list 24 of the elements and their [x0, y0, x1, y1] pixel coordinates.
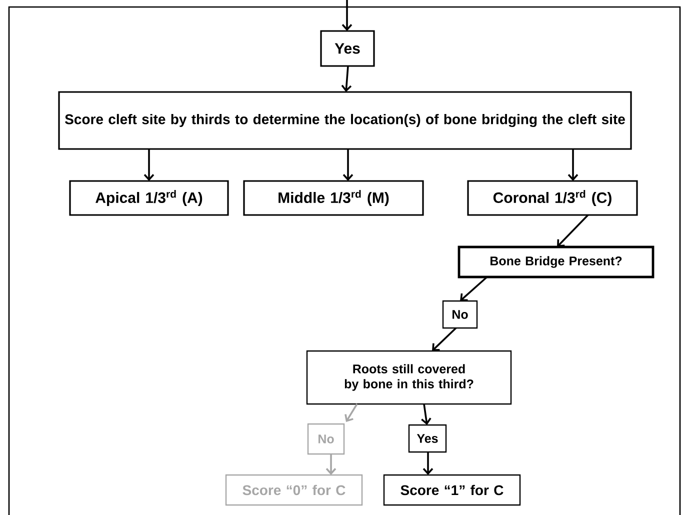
result-box: Score “0” for C — [225, 474, 363, 506]
label-box: No — [307, 423, 345, 455]
arrow — [557, 214, 589, 247]
process-box: Coronal 1/3$^{rd}$ (C) — [467, 180, 638, 216]
process-box: Score cleft site by thirds to determine the location(s) of bone bridging the cleft site — [58, 91, 632, 150]
arrow — [421, 404, 432, 425]
arrow — [344, 404, 358, 422]
arrow — [460, 276, 488, 302]
arrow — [342, 0, 352, 31]
arrow — [341, 66, 352, 92]
arrow — [422, 452, 434, 475]
result-box: Score “1” for C — [383, 474, 521, 506]
label-box: Yes — [320, 30, 375, 67]
process-box: Middle 1/3$^{rd}$ (M) — [243, 180, 424, 216]
arrow — [326, 454, 336, 475]
process-box: Apical 1/3$^{rd}$ (A) — [69, 180, 229, 216]
arrow — [568, 149, 578, 181]
label-box: No — [442, 300, 478, 329]
decision-box: Bone Bridge Present? — [458, 246, 654, 278]
arrow — [432, 327, 457, 351]
label-box: Yes — [408, 424, 447, 453]
arrow — [342, 149, 354, 181]
arrow — [144, 149, 154, 181]
decision-box: Roots still covered by bone in this third? — [306, 350, 512, 405]
